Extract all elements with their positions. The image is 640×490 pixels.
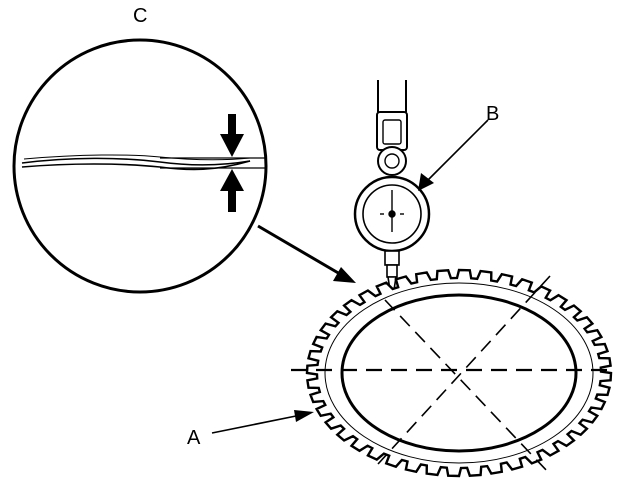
- clutch-disc: [291, 268, 613, 478]
- leader-arrow-b: [418, 119, 489, 191]
- callout-label-b: B: [486, 103, 500, 125]
- callout-label-c: C: [133, 5, 148, 27]
- measurement-arrow-down-icon: [220, 114, 244, 157]
- disc-center-opening: [340, 293, 578, 453]
- dial-needle-icon: [380, 190, 404, 232]
- measurement-arrow-up-icon: [220, 169, 244, 212]
- callout-label-a: A: [187, 427, 201, 449]
- detail-view-c: [12, 38, 268, 294]
- leader-arrow-a: [211, 410, 314, 434]
- dial-indicator: [353, 80, 431, 295]
- detail-pointer-arrow: [257, 224, 356, 283]
- measurement-centerlines: [291, 275, 612, 473]
